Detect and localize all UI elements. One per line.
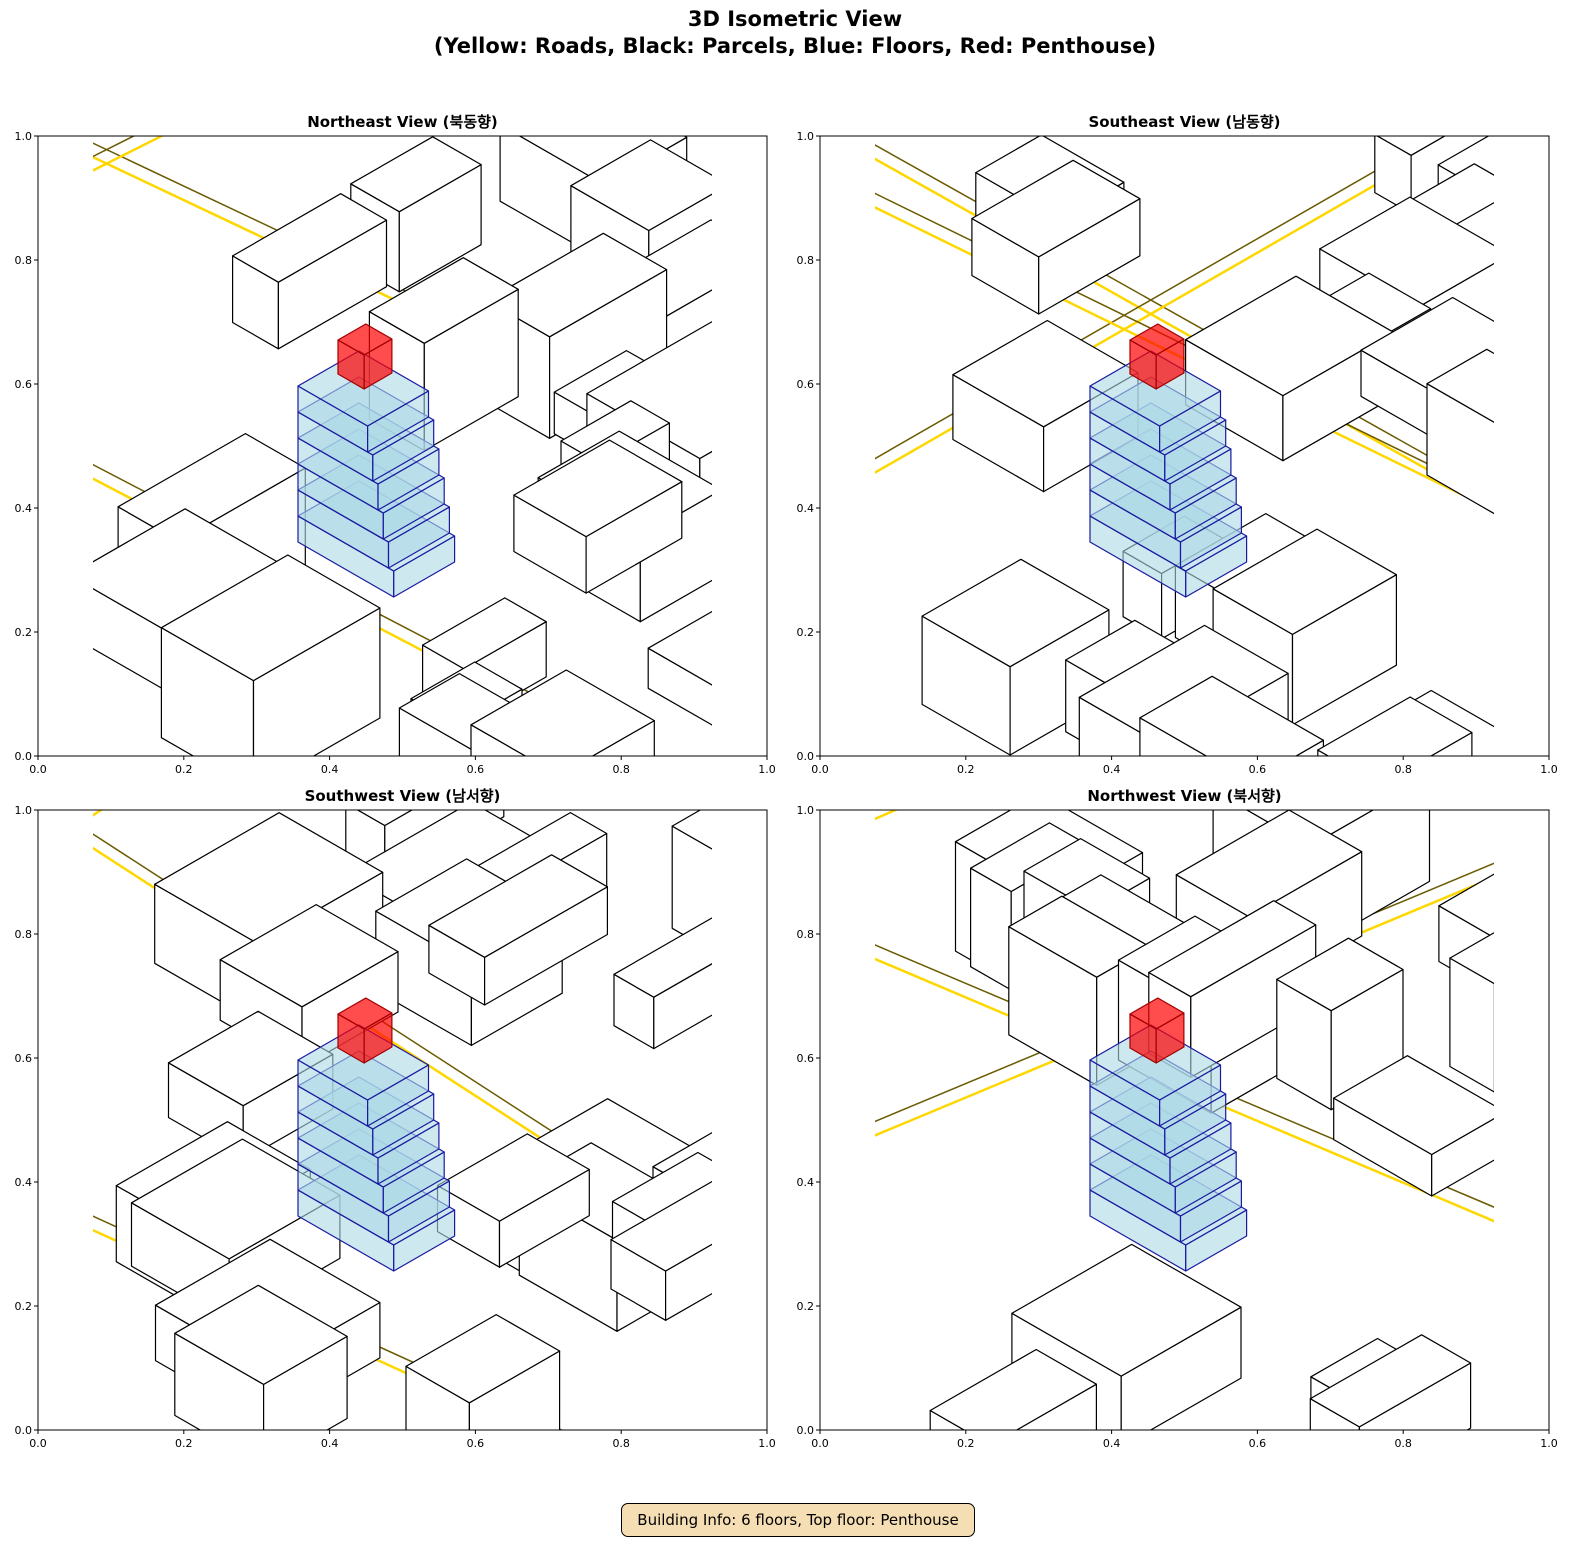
- y-tick-label: 0.2: [797, 626, 815, 639]
- parcel-building: [160, 554, 381, 756]
- parcel-building: [513, 439, 683, 594]
- y-tick-label: 0.0: [797, 750, 815, 763]
- y-tick-label: 1.0: [15, 804, 33, 817]
- panel-title-northeast: Northeast View (북동향): [307, 113, 498, 131]
- y-tick-label: 0.8: [15, 928, 33, 941]
- y-tick-label: 1.0: [797, 130, 815, 143]
- parcel-building: [232, 193, 388, 350]
- parcel-building: [1317, 696, 1473, 756]
- penthouse: [1129, 323, 1185, 390]
- y-tick-label: 1.0: [797, 804, 815, 817]
- scene: [93, 810, 712, 1430]
- parcel-building: [1426, 348, 1494, 515]
- x-tick-label: 0.4: [321, 763, 339, 776]
- subplot-3: 0.0 0.2 0.4 0.6 0.8 1.0 0.0 0.2 0.4 0.6 0.8 1.0: [797, 804, 1558, 1450]
- axes-frame: [819, 809, 1550, 1431]
- x-tick-label: 0.0: [29, 763, 47, 776]
- scene: [875, 810, 1494, 1430]
- figure-title: 3D Isometric View(Yellow: Roads, Black: …: [433, 7, 1157, 58]
- y-tick-label: 0.8: [797, 928, 815, 941]
- y-tick-label: 0.4: [15, 1176, 33, 1189]
- x-tick-label: 1.0: [758, 1437, 776, 1450]
- x-tick-label: 0.8: [612, 763, 630, 776]
- scene: [875, 136, 1494, 756]
- x-tick-label: 0.0: [811, 763, 829, 776]
- parcel-building: [671, 810, 712, 952]
- x-tick-label: 0.2: [957, 763, 975, 776]
- y-tick-label: 0.6: [797, 1052, 815, 1065]
- subplot-1: 0.0 0.2 0.4 0.6 0.8 1.0 0.0 0.2 0.4 0.6 0.8 1.0: [797, 130, 1558, 776]
- penthouse: [337, 323, 393, 390]
- parcel-building: [929, 1348, 1097, 1430]
- penthouse: [1129, 997, 1185, 1064]
- x-tick-label: 0.6: [467, 763, 485, 776]
- subplot-2: 0.0 0.2 0.4 0.6 0.8 1.0 0.0 0.2 0.4 0.6 0.8 1.0: [15, 804, 776, 1450]
- parcel-building: [1309, 1334, 1472, 1430]
- parcel-building: [971, 159, 1141, 315]
- parcel-building: [610, 1180, 712, 1321]
- road-edge: [875, 144, 1494, 494]
- y-tick-label: 0.0: [15, 1424, 33, 1437]
- parcel-building: [428, 854, 609, 1006]
- x-tick-label: 0.4: [1103, 763, 1121, 776]
- parcel-building: [1139, 675, 1324, 756]
- x-tick-label: 0.6: [1249, 763, 1267, 776]
- y-tick-label: 0.6: [15, 1052, 33, 1065]
- x-tick-label: 1.0: [1540, 1437, 1558, 1450]
- scene: [93, 136, 712, 756]
- y-tick-label: 0.4: [797, 502, 815, 515]
- x-tick-label: 0.6: [1249, 1437, 1267, 1450]
- y-tick-label: 0.8: [15, 254, 33, 267]
- y-tick-label: 0.0: [797, 1424, 815, 1437]
- y-tick-label: 0.0: [15, 750, 33, 763]
- x-tick-label: 0.2: [175, 763, 193, 776]
- x-tick-label: 0.4: [321, 1437, 339, 1450]
- x-tick-label: 0.0: [811, 1437, 829, 1450]
- x-tick-label: 0.4: [1103, 1437, 1121, 1450]
- x-tick-label: 0.6: [467, 1437, 485, 1450]
- parcel-building: [647, 610, 712, 726]
- x-tick-label: 0.0: [29, 1437, 47, 1450]
- x-tick-label: 0.8: [612, 1437, 630, 1450]
- parcel-building: [470, 669, 655, 756]
- y-tick-label: 0.4: [797, 1176, 815, 1189]
- axes-frame: [37, 809, 768, 1431]
- y-tick-label: 0.2: [797, 1300, 815, 1313]
- y-tick-label: 0.4: [15, 502, 33, 515]
- x-tick-label: 0.2: [957, 1437, 975, 1450]
- panel-title-southeast: Southeast View (남동향): [1088, 113, 1281, 131]
- parcel-building: [174, 1284, 348, 1430]
- subplot-0: 0.0 0.2 0.4 0.6 0.8 1.0 0.0 0.2 0.4 0.6 0.8 1.0: [15, 130, 776, 776]
- x-tick-label: 1.0: [758, 763, 776, 776]
- y-tick-label: 0.6: [797, 378, 815, 391]
- y-tick-label: 0.2: [15, 1300, 33, 1313]
- panel-title-southwest: Southwest View (남서향): [304, 787, 501, 805]
- x-tick-label: 0.8: [1394, 763, 1412, 776]
- y-tick-label: 0.6: [15, 378, 33, 391]
- parcel-building: [613, 917, 712, 1050]
- parcel-building: [1449, 932, 1494, 1093]
- x-tick-label: 1.0: [1540, 763, 1558, 776]
- penthouse: [337, 997, 393, 1064]
- axes-frame: [819, 135, 1550, 757]
- parcel-building: [921, 558, 1110, 756]
- y-tick-label: 0.2: [15, 626, 33, 639]
- y-tick-label: 1.0: [15, 130, 33, 143]
- road: [875, 157, 1494, 509]
- parcel-building: [436, 1133, 590, 1268]
- panel-title-northwest: Northwest View (북서향): [1087, 787, 1282, 805]
- parcel-building: [405, 1314, 561, 1430]
- y-tick-label: 0.8: [797, 254, 815, 267]
- parcel-building: [1333, 1055, 1494, 1197]
- axes-frame: [37, 135, 768, 757]
- x-tick-label: 0.2: [175, 1437, 193, 1450]
- x-tick-label: 0.8: [1394, 1437, 1412, 1450]
- building-info-box: Building Info: 6 floors, Top floor: Pent…: [621, 1503, 975, 1537]
